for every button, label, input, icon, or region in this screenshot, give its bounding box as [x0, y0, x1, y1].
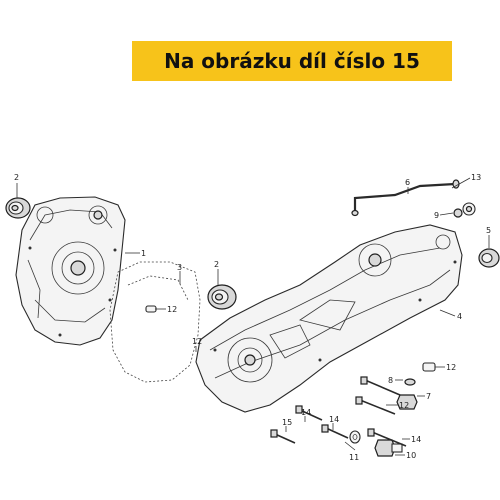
callout-12-left: 12 — [192, 337, 202, 346]
breather-pipe — [351, 179, 460, 217]
callout-14-b: 14 — [329, 415, 339, 424]
callout-6: 6 — [405, 178, 410, 187]
dowel-pin-upper — [145, 305, 157, 313]
dowel-pin-right — [422, 362, 436, 372]
callout-11: 11 — [349, 453, 359, 462]
callout-2-left: 2 — [14, 173, 19, 182]
part-number-banner: Na obrázku díl číslo 15 — [132, 41, 452, 81]
nut-9 — [453, 202, 476, 218]
washer-11 — [349, 430, 361, 444]
bolt-15 — [270, 429, 296, 444]
callout-13: 13 — [471, 173, 481, 182]
callout-12-lower: 12 — [399, 401, 409, 410]
callout-15: 15 — [282, 418, 292, 427]
callout-3: 3 — [177, 263, 182, 272]
bearing-right — [207, 284, 237, 310]
callout-4: 4 — [457, 312, 462, 321]
callout-10: 10 — [406, 451, 416, 460]
right-crankcase-half — [195, 224, 463, 413]
callout-14-c: 14 — [411, 435, 421, 444]
callout-7: 7 — [426, 392, 431, 401]
callout-14-a: 14 — [301, 408, 311, 417]
bolt-set-14 — [295, 376, 407, 447]
crankcase-gasket — [109, 261, 201, 383]
callout-8: 8 — [388, 376, 393, 385]
bearing-5 — [478, 248, 500, 268]
callout-9: 9 — [434, 211, 439, 220]
callout-12-right: 12 — [446, 363, 456, 372]
left-crankcase-half — [15, 196, 126, 346]
callout-5: 5 — [486, 226, 491, 235]
nut-8 — [404, 378, 416, 386]
banner-text: Na obrázku díl číslo 15 — [164, 49, 420, 73]
callout-labels: 2 1 3 12 2 12 6 13 9 5 4 12 8 7 12 14 14… — [14, 173, 491, 462]
callout-2-right: 2 — [214, 260, 219, 269]
leader-lines — [16, 177, 490, 456]
bearing-left — [5, 197, 31, 219]
callout-1: 1 — [141, 249, 146, 258]
drain-plug-7 — [396, 394, 418, 410]
callout-12-gasket: 12 — [167, 305, 177, 314]
